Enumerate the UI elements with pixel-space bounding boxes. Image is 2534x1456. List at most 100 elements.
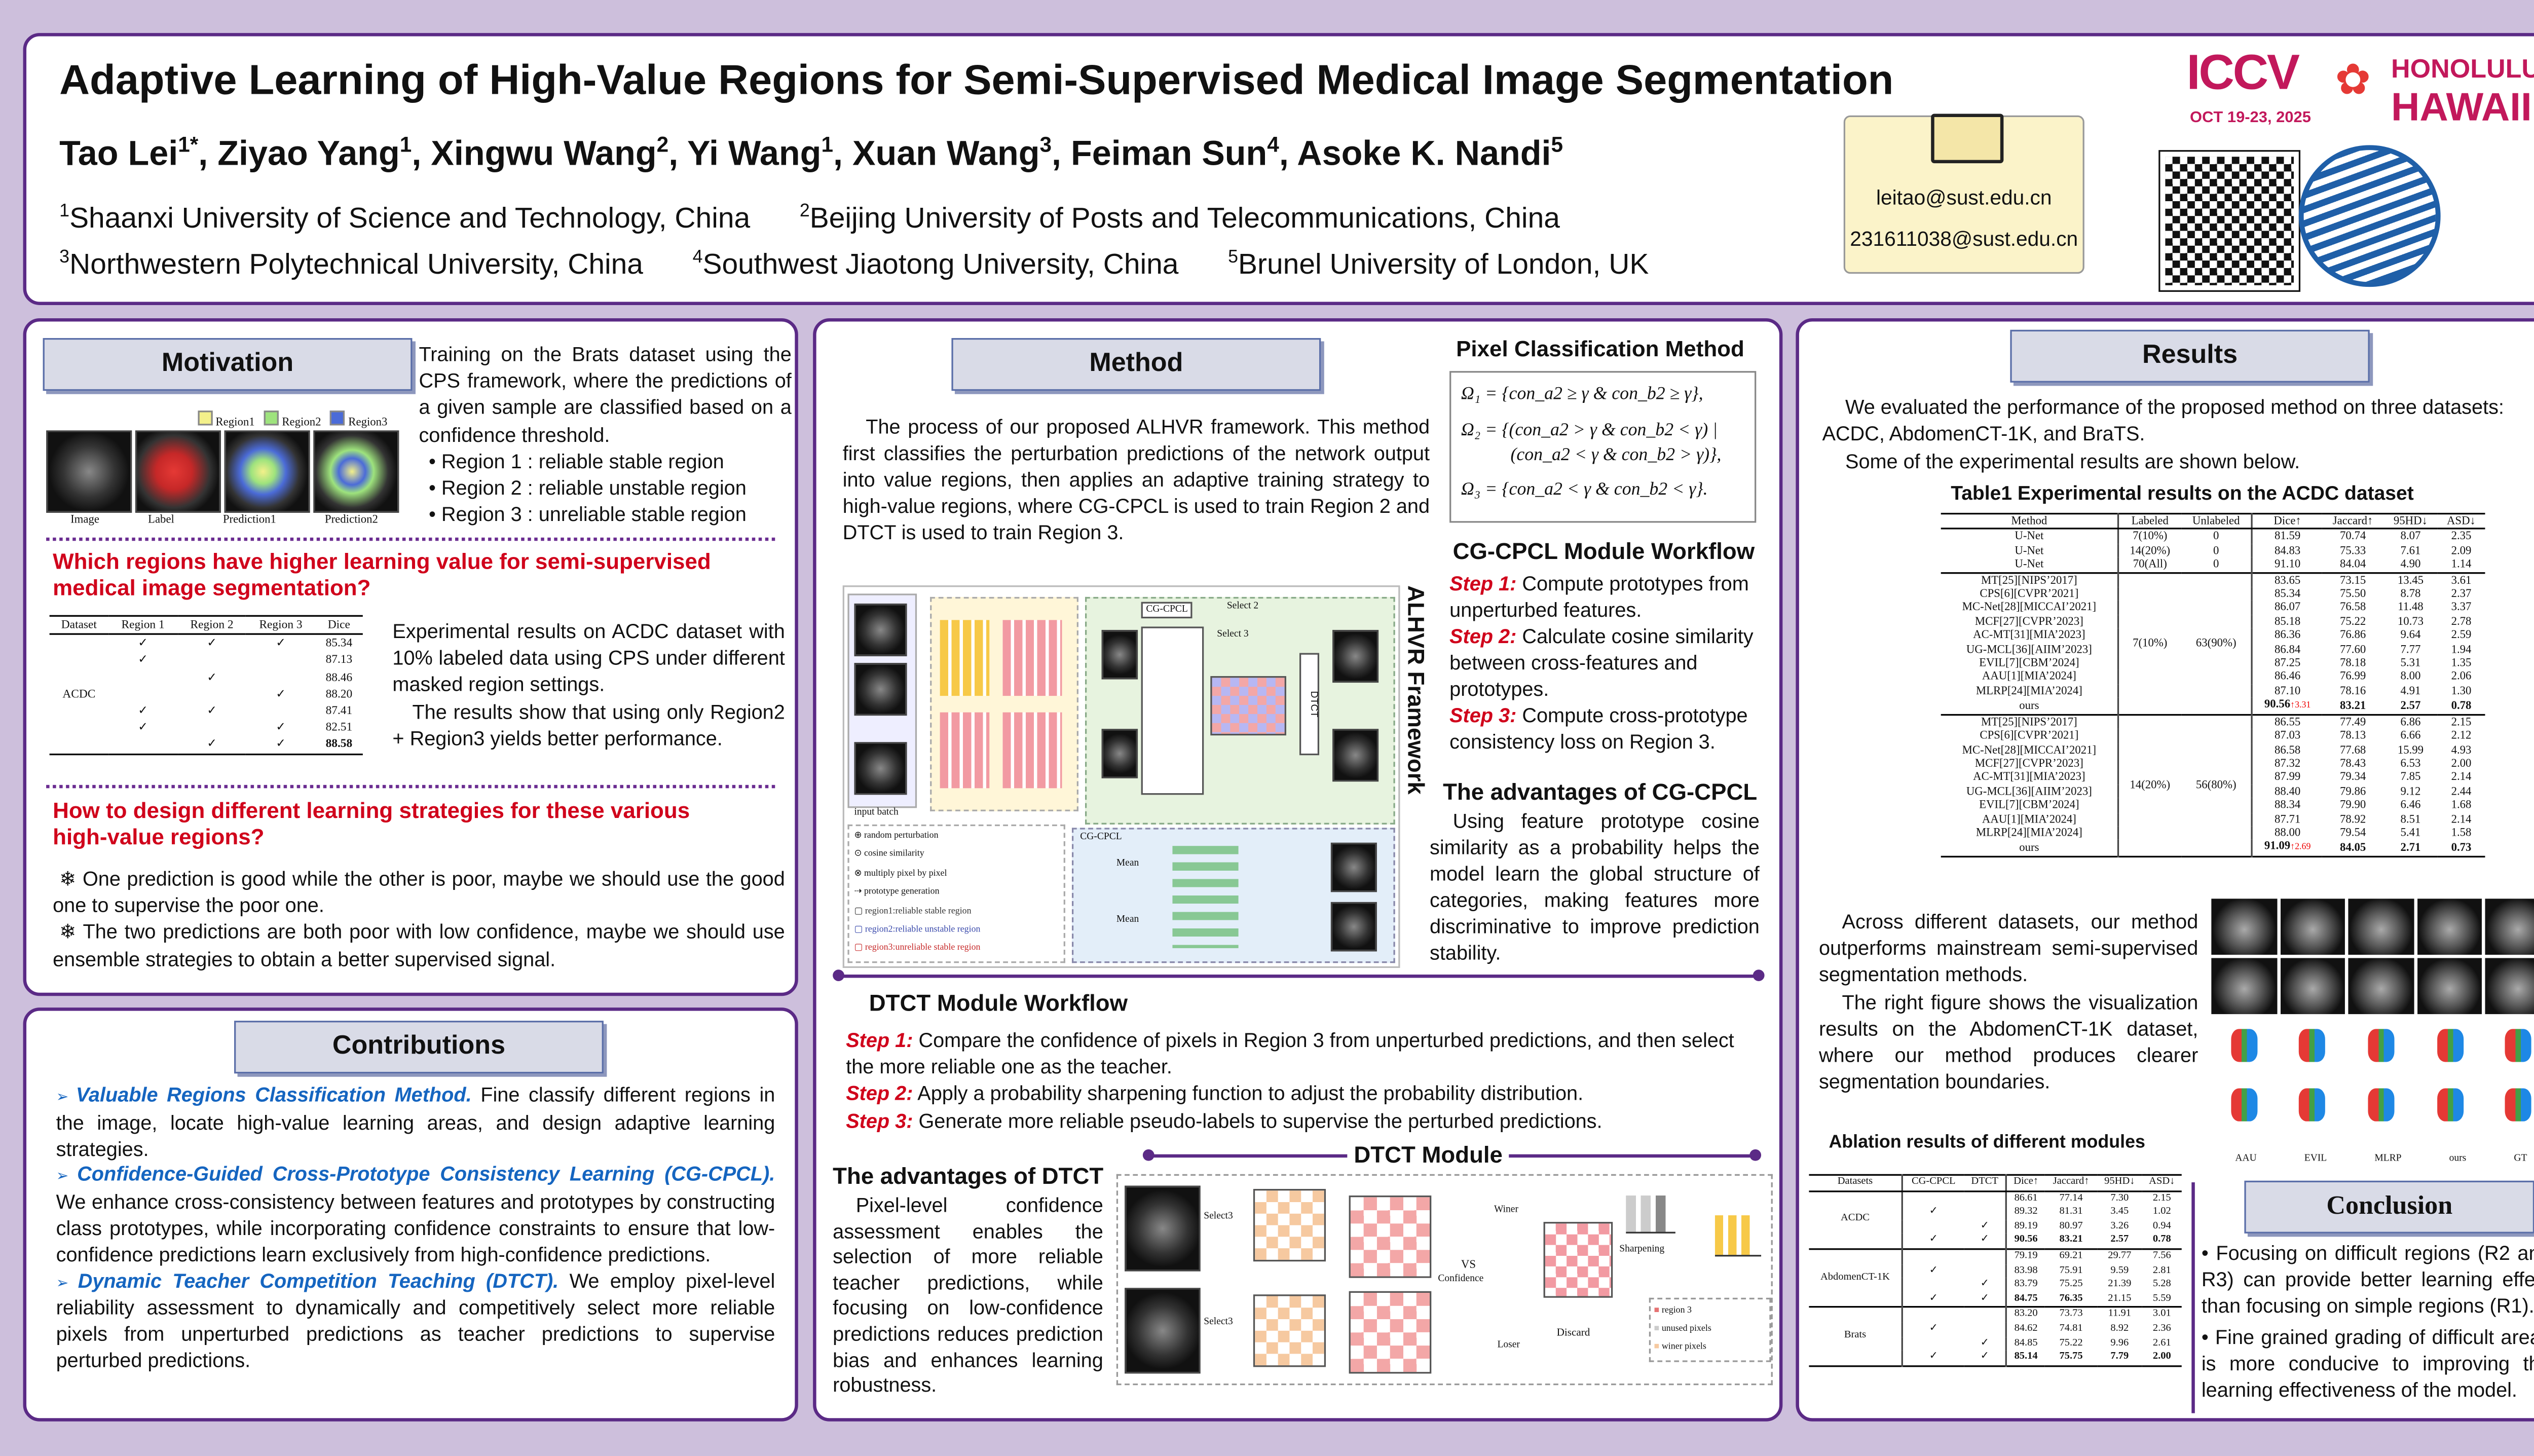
iccv-logo: ICCV OCT 19-23, 2025 ✿ HONOLULU HAWAII — [2187, 46, 2534, 145]
table-cell: U-Net — [1941, 557, 2119, 573]
table-cell: 69.21 — [2045, 1248, 2097, 1264]
step-label: Step 2: — [1449, 625, 1517, 648]
cell-value: 1.58 — [2451, 826, 2472, 839]
table-cell: 88.58 — [325, 737, 353, 751]
method-cell: AC-MT[31][MIA’2023] — [1941, 628, 2119, 643]
organ-mask — [2505, 1028, 2531, 1063]
prediction-scan — [1101, 729, 1138, 778]
method-cell: MLRP[24][MIA’2024] — [1941, 684, 2119, 698]
contribution-item: ➢ Confidence-Guided Cross-Prototype Cons… — [56, 1163, 775, 1269]
table-cell: 85.34 — [325, 637, 353, 650]
organ-mask — [2505, 1088, 2531, 1122]
column-header: ASD↓ — [2437, 513, 2485, 530]
pixel-classification-equations: Ω₁ = {con_a2 ≥ γ & con_b2 ≥ γ}, Ω₂ = {(c… — [1449, 371, 1757, 523]
table-cell — [246, 669, 315, 686]
results-heading: Results — [2010, 329, 2370, 383]
table-cell: 83.65 — [2252, 571, 2322, 587]
author-affiliation-mark: 3 — [1039, 132, 1052, 157]
affiliation-name: Southwest Jiaotong University, China — [702, 247, 1179, 281]
table-cell: 0.78 — [2438, 698, 2485, 714]
table-cell: ✓ — [1929, 1264, 1938, 1276]
cell-value: 86.58 — [2275, 742, 2301, 756]
step-text: Compute cross-prototype consistency loss… — [1449, 704, 1748, 754]
dataset-cell: AbdomenCT-1K — [1809, 1248, 1903, 1308]
segmentation-map — [2485, 1017, 2534, 1074]
table-cell: 78.16 — [2322, 684, 2384, 698]
table-cell: 6.53 — [2383, 757, 2437, 770]
table-cell: ✓ — [1929, 1351, 1938, 1363]
table-cell: ✓ — [276, 737, 286, 751]
table-cell: 86.36 — [2252, 629, 2322, 643]
step-label: Step 3: — [846, 1109, 913, 1133]
divider — [46, 537, 775, 541]
table-cell: 3.61 — [2437, 571, 2485, 587]
author-affiliation-mark: 2 — [656, 132, 669, 157]
output-scan — [1332, 729, 1379, 782]
author-name: Tao Lei — [59, 135, 178, 173]
table-cell: 8.51 — [2383, 812, 2437, 826]
method-cell: MT[25][NIPS’2017] — [1941, 713, 2119, 729]
table-cell: 9.96 — [2110, 1336, 2129, 1349]
teacher-scan — [1125, 1288, 1201, 1374]
ct-scan — [2280, 899, 2345, 955]
table-cell: 2.14 — [2438, 812, 2485, 826]
region-item: • Region 2 : reliable unstable region — [422, 475, 795, 502]
pixel-classification-title: Pixel Classification Method — [1456, 336, 1744, 361]
table-cell: 85.18 — [2252, 615, 2322, 628]
cell-value: 87.32 — [2275, 757, 2301, 770]
table-cell: 84.83 — [2275, 544, 2301, 557]
step-label: Step 1: — [1449, 572, 1517, 595]
table-cell: 0.94 — [2152, 1220, 2171, 1231]
qr-code[interactable] — [2158, 150, 2301, 292]
university-logo — [2298, 145, 2441, 287]
conclusion-item: • Fine grained grading of difficult area… — [2202, 1324, 2534, 1404]
region-item: • Region 3 : unreliable stable region — [422, 502, 795, 529]
column-header: 95HD↓ — [2383, 513, 2438, 530]
table-cell — [177, 652, 246, 669]
cell-value: 78.18 — [2339, 656, 2366, 670]
table-cell: 3.37 — [2438, 601, 2485, 615]
table-cell: 5.59 — [2152, 1292, 2171, 1304]
cgcpcl-block-label: CG-CPCL — [1080, 833, 1122, 843]
cell-value: 1.30 — [2451, 684, 2472, 697]
contributions-heading: Contributions — [234, 1021, 604, 1074]
table-cell: 76.99 — [2322, 670, 2384, 684]
affiliation-mark: 2 — [799, 201, 810, 221]
affiliation: 3Northwestern Polytechnical University, … — [59, 247, 643, 280]
cgcpcl-workflow-title: CG-CPCL Module Workflow — [1452, 537, 1755, 564]
table-cell: 5.41 — [2383, 826, 2437, 840]
table-cell: 9.64 — [2383, 629, 2437, 643]
visualization-label: ours — [2449, 1154, 2467, 1165]
table-cell: 2.57 — [2383, 698, 2437, 714]
mean-label: Mean — [1116, 915, 1139, 925]
email-2[interactable]: 231611038@sust.edu.cn — [1850, 228, 2078, 251]
table-cell: 2.59 — [2438, 629, 2485, 643]
table-cell: U-Net — [1941, 528, 2119, 544]
table-cell: ✓ — [1964, 1234, 2007, 1249]
table-cell: 86.55 — [2252, 713, 2322, 729]
dataset-cell: Brats — [1809, 1306, 1903, 1366]
discard-label: Discard — [1556, 1327, 1590, 1339]
table-cell: 88.00 — [2252, 826, 2322, 840]
table-cell: 11.48 — [2383, 601, 2437, 615]
table-cell: 3.26 — [2110, 1220, 2129, 1231]
header-panel: Adaptive Learning of High-Value Regions … — [23, 33, 2534, 305]
table-cell — [1902, 1336, 1964, 1351]
unlabeled-cell: 63(90%) — [2181, 571, 2253, 715]
table-cell: 1.35 — [2438, 656, 2485, 670]
organ-mask — [2299, 1028, 2326, 1063]
cell-value: 6.53 — [2400, 757, 2421, 770]
bullet-icon: • — [2201, 1325, 2215, 1349]
email-1[interactable]: leitao@sust.edu.cn — [1876, 186, 2052, 210]
affiliations-row-2: 3Northwestern Polytechnical University, … — [59, 247, 1649, 282]
cell-value: 91.09 — [2264, 840, 2291, 853]
cell-value: 84.05 — [2339, 840, 2366, 854]
table-cell: 74.81 — [2059, 1322, 2083, 1334]
cgcpcl-tag: CG-CPCL — [1141, 602, 1193, 619]
